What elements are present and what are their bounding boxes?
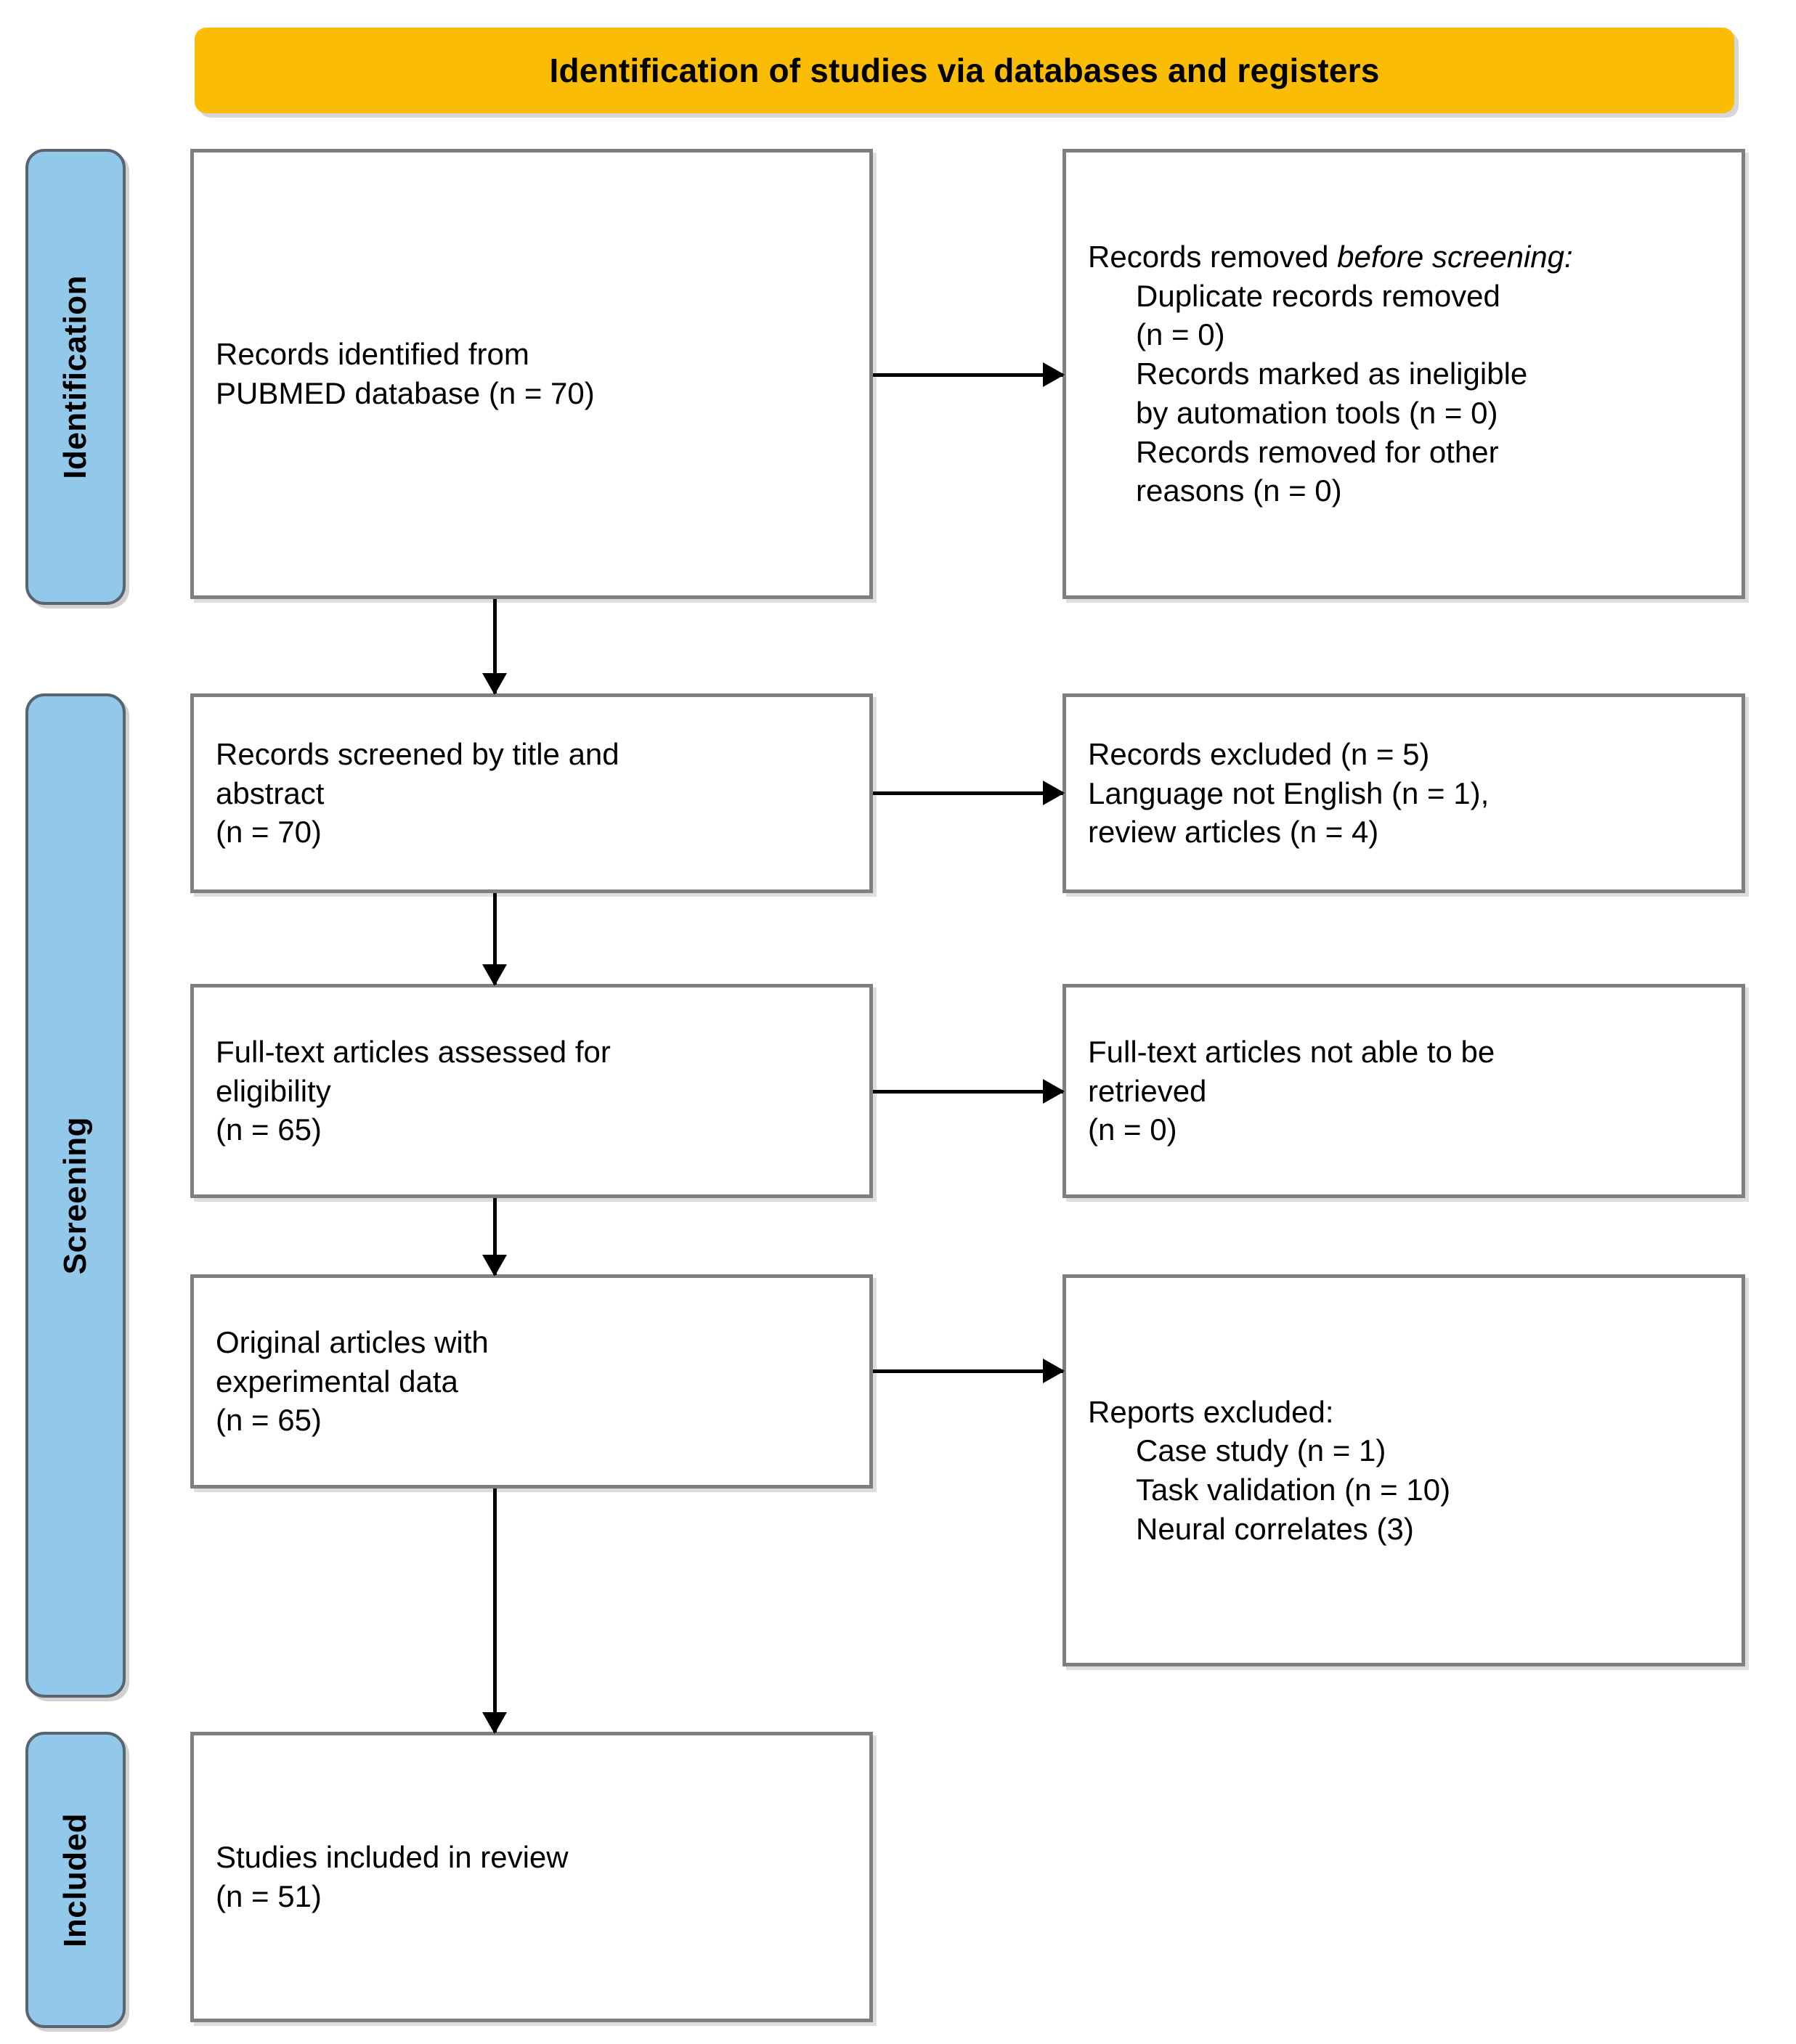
box-records-removed-item1: Duplicate records removed (1136, 278, 1500, 313)
arrow-original-to-included (481, 1489, 508, 1734)
arrow-shaft (873, 373, 1063, 377)
box-original-articles: Original articles with experimental data… (190, 1274, 873, 1489)
box-fulltext-assessed: Full-text articles assessed for eligibil… (190, 984, 873, 1198)
arrow-head-icon (482, 673, 507, 695)
box-records-identified-line2: PUBMED database (n = 70) (216, 376, 595, 410)
stage-label-screening-text: Screening (57, 1116, 93, 1275)
arrow-head-icon (1043, 781, 1065, 805)
arrow-fulltext-to-original (481, 1198, 508, 1277)
box-original-articles-line2: experimental data (216, 1364, 458, 1398)
box-records-removed-item6: reasons (n = 0) (1136, 473, 1342, 508)
box-records-excluded: Records excluded (n = 5) Language not En… (1062, 693, 1745, 893)
stage-label-screening: Screening (25, 693, 126, 1698)
arrow-head-icon (1043, 362, 1065, 387)
box-records-screened: Records screened by title and abstract (… (190, 693, 873, 893)
arrow-head-icon (482, 964, 507, 986)
stage-label-included: Included (25, 1732, 126, 2028)
box-fulltext-assessed-line3: (n = 65) (216, 1112, 322, 1147)
box-reports-excluded-item1: Case study (n = 1) (1136, 1433, 1386, 1468)
arrow-head-icon (1043, 1079, 1065, 1104)
box-fulltext-not-retrieved-line2: retrieved (1088, 1073, 1207, 1108)
box-records-removed-heading-suffix: : (1564, 239, 1573, 274)
arrow-head-icon (482, 1255, 507, 1277)
box-records-excluded-line1: Records excluded (n = 5) (1088, 736, 1430, 771)
box-records-removed-item3: Records marked as ineligible (1136, 357, 1528, 391)
stage-label-identification: Identification (25, 149, 126, 605)
arrow-head-icon (482, 1712, 507, 1734)
box-fulltext-assessed-line1: Full-text articles assessed for (216, 1034, 611, 1069)
box-reports-excluded-item2: Task validation (n = 10) (1136, 1473, 1451, 1507)
box-records-removed-item2: (n = 0) (1136, 317, 1225, 352)
box-original-articles-line3: (n = 65) (216, 1403, 322, 1438)
box-studies-included-line1: Studies included in review (216, 1840, 569, 1875)
arrow-identified-to-removed (873, 362, 1065, 388)
box-records-excluded-line3: review articles (n = 4) (1088, 815, 1379, 850)
box-fulltext-not-retrieved: Full-text articles not able to be retrie… (1062, 984, 1745, 1198)
box-original-articles-line1: Original articles with (216, 1324, 489, 1359)
box-records-removed-item5: Records removed for other (1136, 434, 1499, 469)
box-records-excluded-line2: Language not English (n = 1), (1088, 775, 1490, 810)
box-records-identified: Records identified from PUBMED database … (190, 149, 873, 599)
box-records-screened-line1: Records screened by title and (216, 736, 619, 771)
box-records-screened-line3: (n = 70) (216, 815, 322, 850)
box-records-removed-item4: by automation tools (n = 0) (1136, 395, 1498, 430)
box-records-removed-before-screening: Records removed before screening: Duplic… (1062, 149, 1745, 599)
box-records-identified-line1: Records identified from (216, 337, 529, 372)
box-fulltext-not-retrieved-line3: (n = 0) (1088, 1112, 1177, 1147)
arrow-fulltext-to-notretrieved (873, 1078, 1065, 1104)
box-fulltext-assessed-line2: eligibility (216, 1073, 331, 1108)
arrow-shaft (873, 1369, 1063, 1373)
diagram-header-banner: Identification of studies via databases … (195, 28, 1734, 113)
box-records-removed-heading-italic: before screening (1337, 239, 1565, 274)
arrow-screened-to-fulltext (481, 893, 508, 986)
arrow-original-to-reports (873, 1358, 1065, 1384)
arrow-shaft (493, 599, 497, 693)
box-studies-included: Studies included in review (n = 51) (190, 1732, 873, 2022)
arrow-shaft (873, 791, 1063, 795)
arrow-shaft (493, 893, 497, 985)
box-reports-excluded-heading: Reports excluded: (1088, 1394, 1334, 1429)
arrow-shaft (873, 1090, 1063, 1094)
arrow-head-icon (1043, 1359, 1065, 1383)
box-studies-included-line2: (n = 51) (216, 1879, 322, 1913)
box-records-screened-line2: abstract (216, 775, 325, 810)
box-reports-excluded-item3: Neural correlates (3) (1136, 1511, 1414, 1546)
box-fulltext-not-retrieved-line1: Full-text articles not able to be (1088, 1034, 1495, 1069)
box-records-removed-heading: Records removed before screening: (1088, 237, 1720, 277)
box-reports-excluded: Reports excluded: Case study (n = 1) Tas… (1062, 1274, 1745, 1666)
stage-label-included-text: Included (57, 1812, 93, 1947)
diagram-title: Identification of studies via databases … (549, 51, 1380, 89)
stage-label-identification-text: Identification (57, 274, 93, 479)
arrow-shaft (493, 1489, 497, 1732)
box-records-removed-heading-prefix: Records removed (1088, 239, 1338, 274)
arrow-identified-to-screened (481, 599, 508, 695)
arrow-shaft (493, 1198, 497, 1275)
arrow-screened-to-excluded (873, 780, 1065, 806)
